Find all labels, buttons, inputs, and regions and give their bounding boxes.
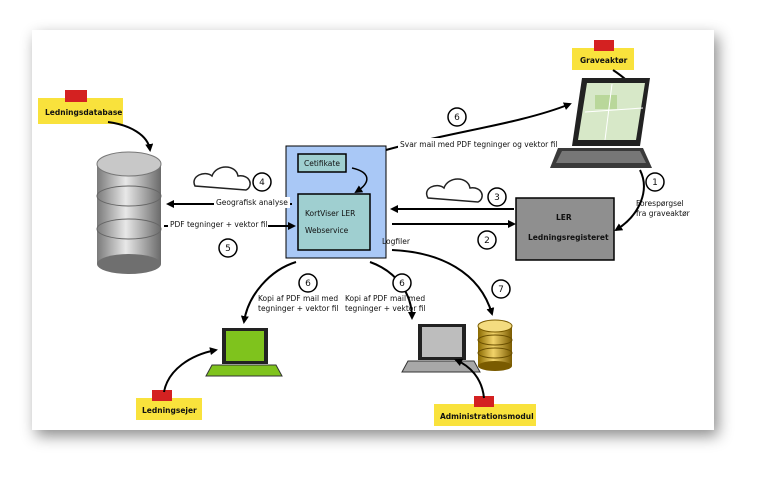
step-6-top: 6	[447, 107, 467, 127]
certifikate-box	[297, 153, 347, 173]
svg-text:6: 6	[454, 113, 460, 123]
step-7: 7	[491, 279, 511, 299]
step-3: 3	[487, 187, 507, 207]
geografisk-label: Geografisk analyse	[216, 198, 288, 207]
note-administrationsmodul: Administrationsmodul	[434, 396, 536, 426]
pin-icon	[65, 90, 87, 102]
svg-text:7: 7	[498, 285, 504, 295]
step-4: 4	[252, 172, 272, 192]
svar-mail-label: Svar mail med PDF tegninger og vektor fi…	[400, 140, 557, 149]
ler-box: LER Ledningsregisteret	[515, 197, 615, 261]
step-5: 5	[218, 238, 238, 258]
svg-text:6: 6	[399, 279, 405, 289]
note-ledningsejer: Ledningsejer	[136, 390, 202, 420]
step-2: 2	[477, 230, 497, 250]
kopi-b-line1: Kopi af PDF mail med	[345, 294, 425, 303]
note-ledningsdatabase-label: Ledningsdatabase	[45, 108, 122, 117]
svg-text:2: 2	[484, 236, 490, 246]
laptop-icon-graveaktor	[550, 78, 652, 168]
kopi-a-line2: tegninger + vektor fil	[258, 304, 339, 313]
laptop-icon-admin	[401, 324, 481, 373]
svg-text:1: 1	[652, 178, 658, 188]
step-6-middle: 6	[392, 273, 412, 293]
step-6-left: 6	[298, 273, 318, 293]
pdf-tegninger-label: PDF tegninger + vektor fil	[170, 220, 268, 229]
kopi-b-line2: tegninger + vektor fil	[345, 304, 426, 313]
note-graveaktor: Graveaktør	[572, 40, 634, 70]
kortviser-box: Cetifikate KortViser LER Webservice	[285, 145, 387, 259]
svg-text:4: 4	[259, 178, 265, 188]
database-icon	[96, 151, 162, 274]
note-ledningsdatabase: Ledningsdatabase	[38, 90, 123, 124]
cloud-icon	[193, 166, 251, 191]
foresporgsel-line1: Forespørgsel	[636, 199, 684, 208]
kortviser-line2: Webservice	[305, 226, 349, 235]
certifikate-label: Cetifikate	[304, 159, 340, 168]
pin-icon	[474, 396, 494, 407]
note-ledningsejer-label: Ledningsejer	[142, 406, 197, 415]
log-database-icon	[477, 319, 513, 371]
logfiler-label: Logfiler	[382, 237, 411, 246]
kortviser-line1: KortViser LER	[305, 209, 355, 218]
svg-text:6: 6	[305, 279, 311, 289]
kopi-a-line1: Kopi af PDF mail med	[258, 294, 338, 303]
laptop-icon-ledningsejer	[205, 328, 283, 377]
note-administrationsmodul-label: Administrationsmodul	[440, 412, 534, 421]
webservice-box	[297, 193, 371, 251]
pin-icon	[152, 390, 172, 401]
pin-icon	[594, 40, 614, 51]
svg-text:3: 3	[494, 193, 500, 203]
foresporgsel-line2: fra graveaktør	[636, 209, 691, 218]
ler-subtitle: Ledningsregisteret	[528, 233, 609, 242]
svg-text:5: 5	[225, 244, 231, 254]
note-graveaktor-label: Graveaktør	[580, 56, 628, 65]
step-1: 1	[645, 172, 665, 192]
ler-title: LER	[556, 213, 572, 222]
cloud-icon	[425, 178, 483, 203]
